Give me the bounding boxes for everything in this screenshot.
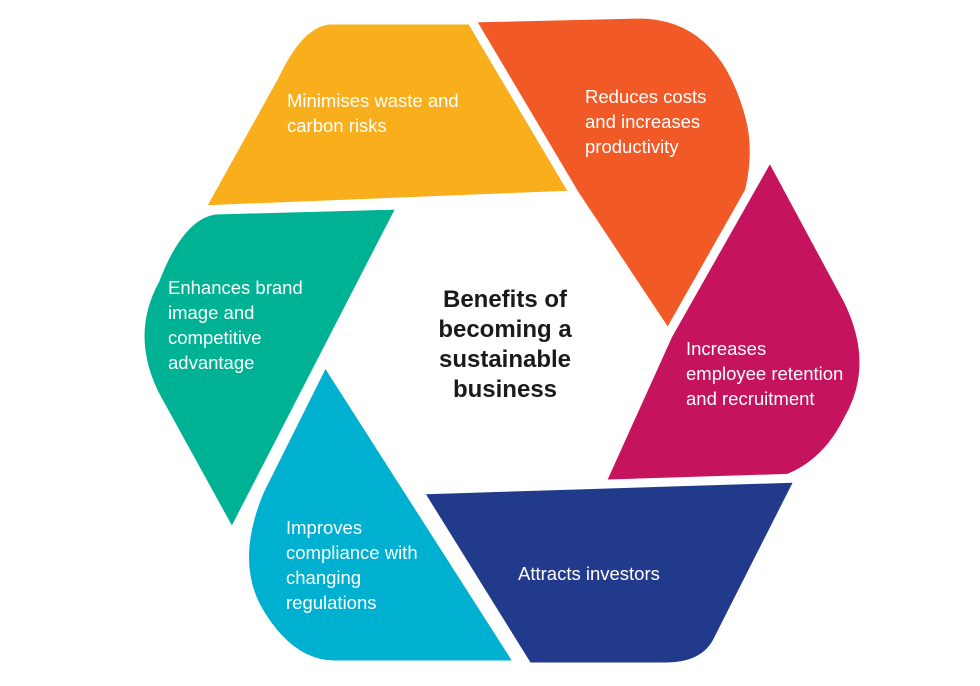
- segment-attracts-investors: [413, 473, 805, 672]
- label-compliance: Improves compliance with changing regula…: [286, 517, 418, 613]
- label-waste-carbon: Minimises waste and carbon risks: [287, 90, 459, 136]
- label-employee-retention: Increases employee retention and recruit…: [686, 338, 844, 409]
- diagram-title: Benefits of becoming a sustainable busin…: [438, 286, 572, 403]
- segment-compliance: [240, 355, 525, 670]
- label-attracts-investors: Attracts investors: [518, 563, 660, 584]
- label-brand-image: Enhances brand image and competitive adv…: [168, 277, 303, 373]
- label-costs-productivity: Reduces costs and increases productivity: [585, 86, 707, 157]
- segment-brand-image: [135, 200, 407, 540]
